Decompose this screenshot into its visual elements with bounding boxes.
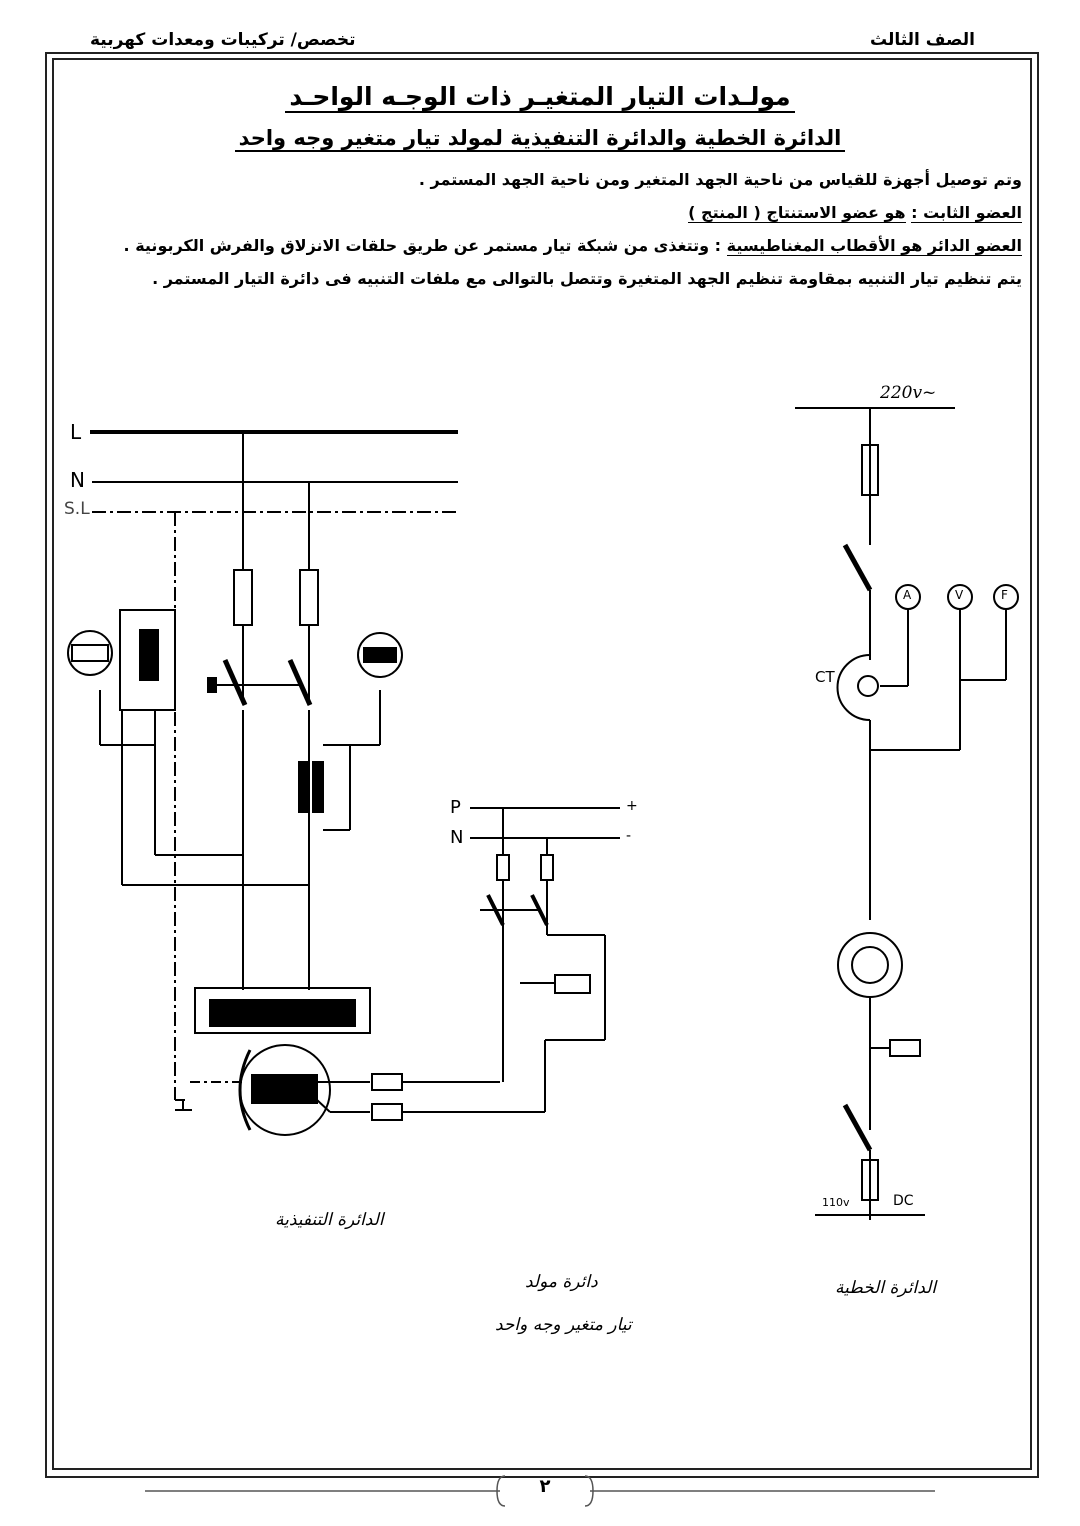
grade-header: الصف الثالث <box>869 30 975 50</box>
caption-schematic: الدائرة الخطية <box>835 1278 937 1298</box>
ct-label: CT <box>815 668 835 686</box>
label-sl: S.L <box>64 499 90 519</box>
text-line-1: وتم توصيل أجهزة للقياس من ناحية الجهد ال… <box>418 170 1022 189</box>
label-p: P <box>450 797 461 818</box>
frequency-meter-label: F <box>1001 588 1008 602</box>
dc-supply-circuit <box>470 807 620 1112</box>
label-minus: - <box>626 828 632 844</box>
page-title: مولـدات التيار المتغيـر ذات الوجـه الواح… <box>0 82 1080 113</box>
execution-circuit <box>67 430 545 1136</box>
label-plus: + <box>626 798 638 814</box>
label-n-dc: N <box>450 827 464 848</box>
caption-generator-line2: تيار متغير وجه واحد <box>495 1315 632 1335</box>
page-border-inner <box>52 58 1032 1470</box>
page-subtitle: الدائرة الخطية والدائرة التنفيذية لمولد … <box>0 126 1080 152</box>
label-dc: DC <box>893 1193 914 1209</box>
label-220v: 220v~ <box>880 383 937 403</box>
text-line-3: العضو الدائر هو الأقطاب المغناطيسية : وت… <box>123 236 1022 256</box>
caption-generator: دائرة مولد <box>525 1272 598 1292</box>
text-line-2: العضو الثابت : هو عضو الاستنتاج ( المنتج… <box>688 203 1022 223</box>
page-number: ٢ <box>539 1476 551 1497</box>
label-n: N <box>70 468 85 492</box>
ammeter-label: A <box>903 588 912 602</box>
voltmeter-label: V <box>955 588 964 602</box>
specialization-header: تخصص/ تركيبات ومعدات كهربية <box>90 30 356 50</box>
page-border <box>45 52 1039 1478</box>
schematic-circuit <box>795 407 1019 1220</box>
label-l: L <box>70 420 82 444</box>
label-110v: 110v <box>822 1196 850 1209</box>
text-line-4: يتم تنظيم تيار التنبيه بمقاومة تنظيم الج… <box>152 269 1022 288</box>
caption-execution: الدائرة التنفيذية <box>275 1210 384 1230</box>
